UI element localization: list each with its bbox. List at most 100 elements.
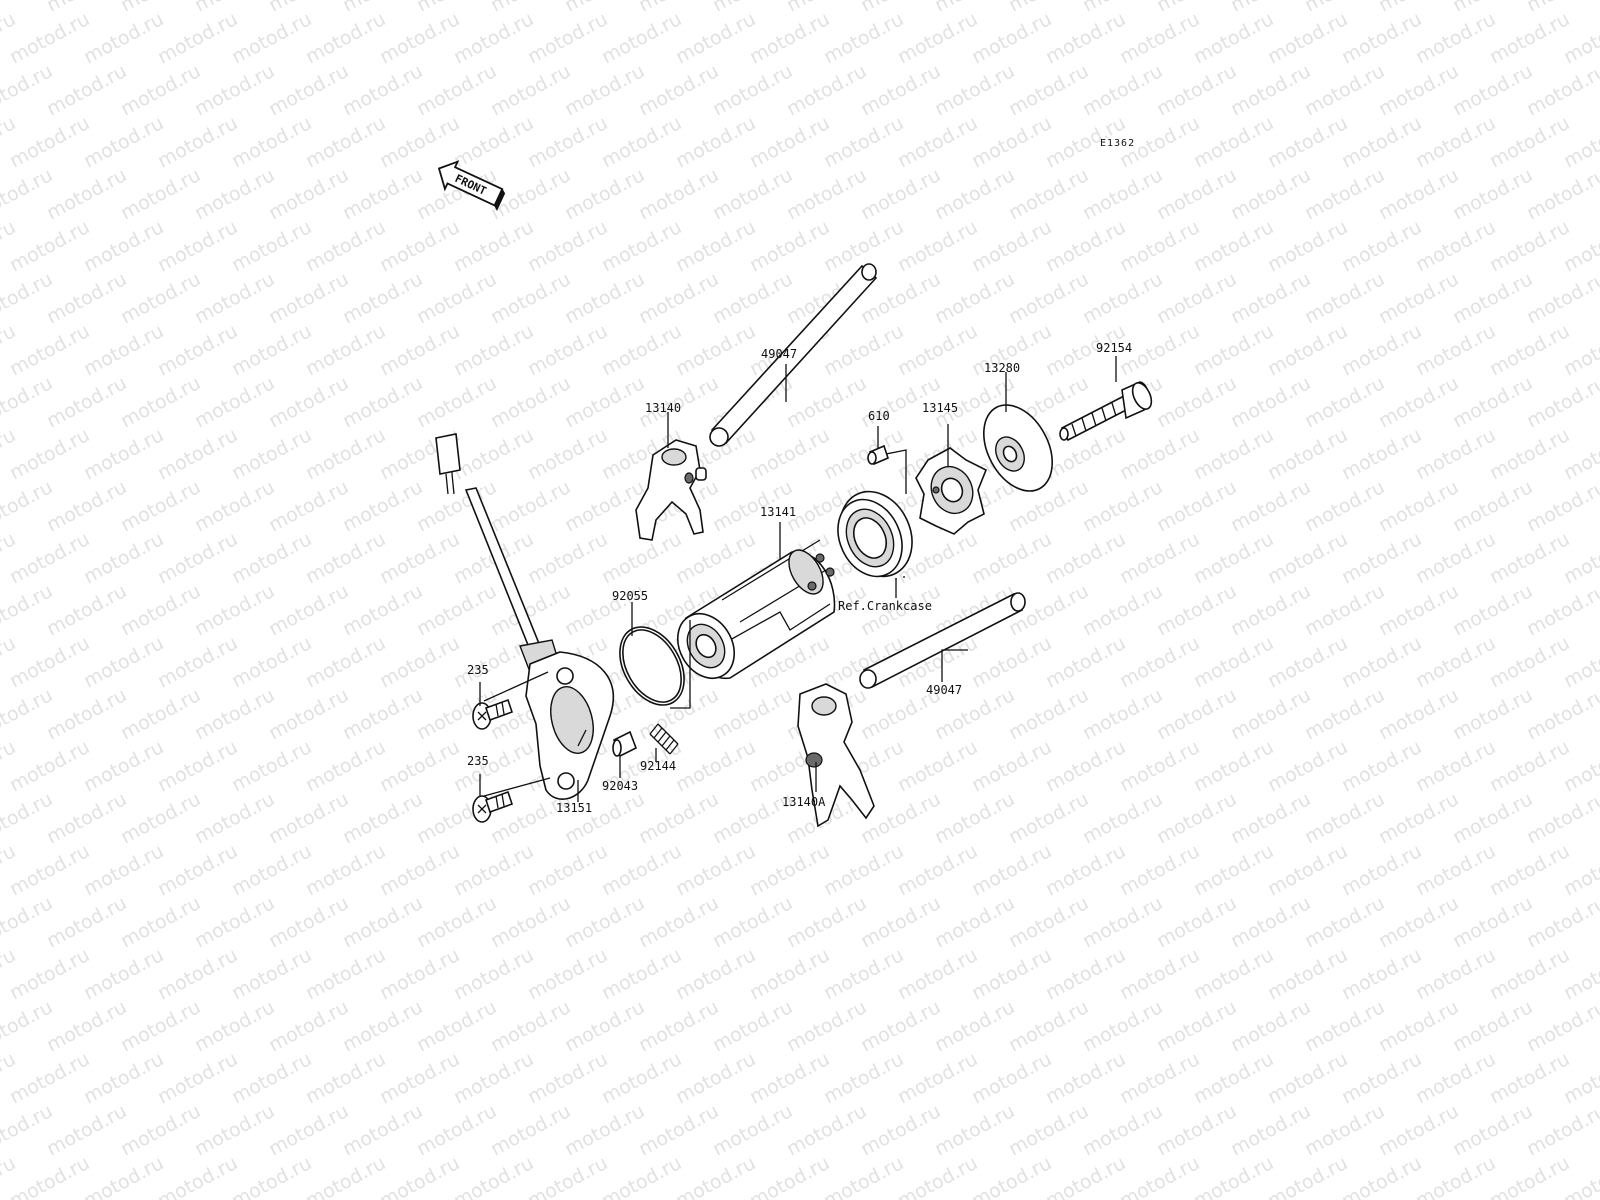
watermark-text: motod.ru [1449,164,1536,224]
watermark-text: motod.ru [1264,424,1351,484]
watermark-text: motod.ru [413,372,500,432]
watermark-text: motod.ru [117,788,204,848]
watermark-text: motod.ru [1264,216,1351,276]
watermark-text: motod.ru [746,216,833,276]
watermark-text: motod.ru [1227,268,1314,328]
watermark-text: motod.ru [1412,944,1499,1004]
watermark-text: motod.ru [6,944,93,1004]
watermark-text: motod.ru [1153,580,1240,640]
watermark-text: motod.ru [376,112,463,172]
watermark-text: motod.ru [191,788,278,848]
watermark-text: motod.ru [709,684,796,744]
watermark-text: motod.ru [1486,112,1573,172]
watermark-text: motod.ru [1079,60,1166,120]
watermark-text: motod.ru [154,944,241,1004]
watermark-text: motod.ru [265,372,352,432]
dowel [612,730,638,758]
watermark-text: motod.ru [6,8,93,68]
watermark-text: motod.ru [302,736,389,796]
bolt-right [1059,381,1153,442]
watermark-text: motod.ru [1523,892,1600,952]
watermark-text: motod.ru [1190,528,1277,588]
watermark-text: motod.ru [154,112,241,172]
watermark-text: motod.ru [1301,684,1388,744]
label-shaft-upper: 49047 [761,347,797,361]
watermark-text: motod.ru [598,8,685,68]
watermark-text: motod.ru [1264,320,1351,380]
watermark-text: motod.ru [265,580,352,640]
watermark-text: motod.ru [1523,372,1600,432]
watermark-text: motod.ru [894,944,981,1004]
watermark-text: motod.ru [1227,996,1314,1056]
watermark-text: motod.ru [1079,1100,1166,1160]
watermark-text: motod.ru [857,892,944,952]
watermark-text: motod.ru [1227,476,1314,536]
watermark-text: motod.ru [117,996,204,1056]
watermark-text: motod.ru [1301,268,1388,328]
watermark-text: motod.ru [1338,320,1425,380]
watermark-text: motod.ru [1042,944,1129,1004]
watermark-text: motod.ru [1042,840,1129,900]
watermark-text: motod.ru [1375,372,1462,432]
watermark-text: motod.ru [524,1048,611,1108]
watermark-text: motod.ru [968,8,1055,68]
watermark-text: motod.ru [561,372,648,432]
watermark-text: motod.ru [1338,736,1425,796]
watermark-text: motod.ru [265,788,352,848]
watermark-text: motod.ru [1079,164,1166,224]
watermark-text: motod.ru [857,164,944,224]
watermark-text: motod.ru [561,788,648,848]
spring [649,723,679,755]
watermark-text: motod.ru [117,60,204,120]
watermark-text: motod.ru [783,372,870,432]
watermark-text: motod.ru [228,632,315,692]
watermark-text: motod.ru [1523,1100,1600,1160]
watermark-text: motod.ru [1412,8,1499,68]
watermark-text: motod.ru [1412,1048,1499,1108]
watermark-text: motod.ru [1301,60,1388,120]
watermark-text: motod.ru [783,1100,870,1160]
watermark-text: motod.ru [635,892,722,952]
label-screw-lower: 235 [467,754,489,768]
watermark-text: motod.ru [1227,788,1314,848]
watermark-text: motod.ru [1264,736,1351,796]
watermark-text: motod.ru [487,996,574,1056]
watermark-text: motod.ru [413,1100,500,1160]
watermark-text: motod.ru [450,320,537,380]
watermark-text: motod.ru [191,684,278,744]
watermark-text: motod.ru [450,840,537,900]
watermark-text: motod.ru [1338,216,1425,276]
watermark-text: motod.ru [487,268,574,328]
watermark-text: motod.ru [820,8,907,68]
watermark-text: motod.ru [43,372,130,432]
label-drum: 13141 [760,505,796,519]
watermark-text: motod.ru [80,840,167,900]
watermark-text: motod.ru [894,1048,981,1108]
watermark-text: motod.ru [709,268,796,328]
watermark-text: motod.ru [117,268,204,328]
watermark-text: motod.ru [228,736,315,796]
watermark-text: motod.ru [191,0,278,16]
label-ref-crankcase: Ref.Crankcase [838,599,932,613]
pin-plate [915,447,988,535]
watermark-text: motod.ru [672,8,759,68]
watermark-text: motod.ru [1449,476,1536,536]
watermark-text: motod.ru [154,8,241,68]
watermark-text: motod.ru [1486,632,1573,692]
watermark-text: motod.ru [487,372,574,432]
watermark-text: motod.ru [1486,840,1573,900]
watermark-text: motod.ru [1375,684,1462,744]
watermark-text: motod.ru [857,1100,944,1160]
watermark-text: motod.ru [635,1100,722,1160]
watermark-text: motod.ru [1449,580,1536,640]
watermark-text: motod.ru [302,320,389,380]
watermark-text: motod.ru [80,944,167,1004]
watermark-text: motod.ru [228,112,315,172]
watermark-text: motod.ru [302,8,389,68]
watermark-text: motod.ru [80,1048,167,1108]
watermark-text: motod.ru [1190,736,1277,796]
watermark-text: motod.ru [1227,684,1314,744]
watermark-text: motod.ru [1301,1100,1388,1160]
watermark-text: motod.ru [450,944,537,1004]
watermark-text: motod.ru [154,528,241,588]
